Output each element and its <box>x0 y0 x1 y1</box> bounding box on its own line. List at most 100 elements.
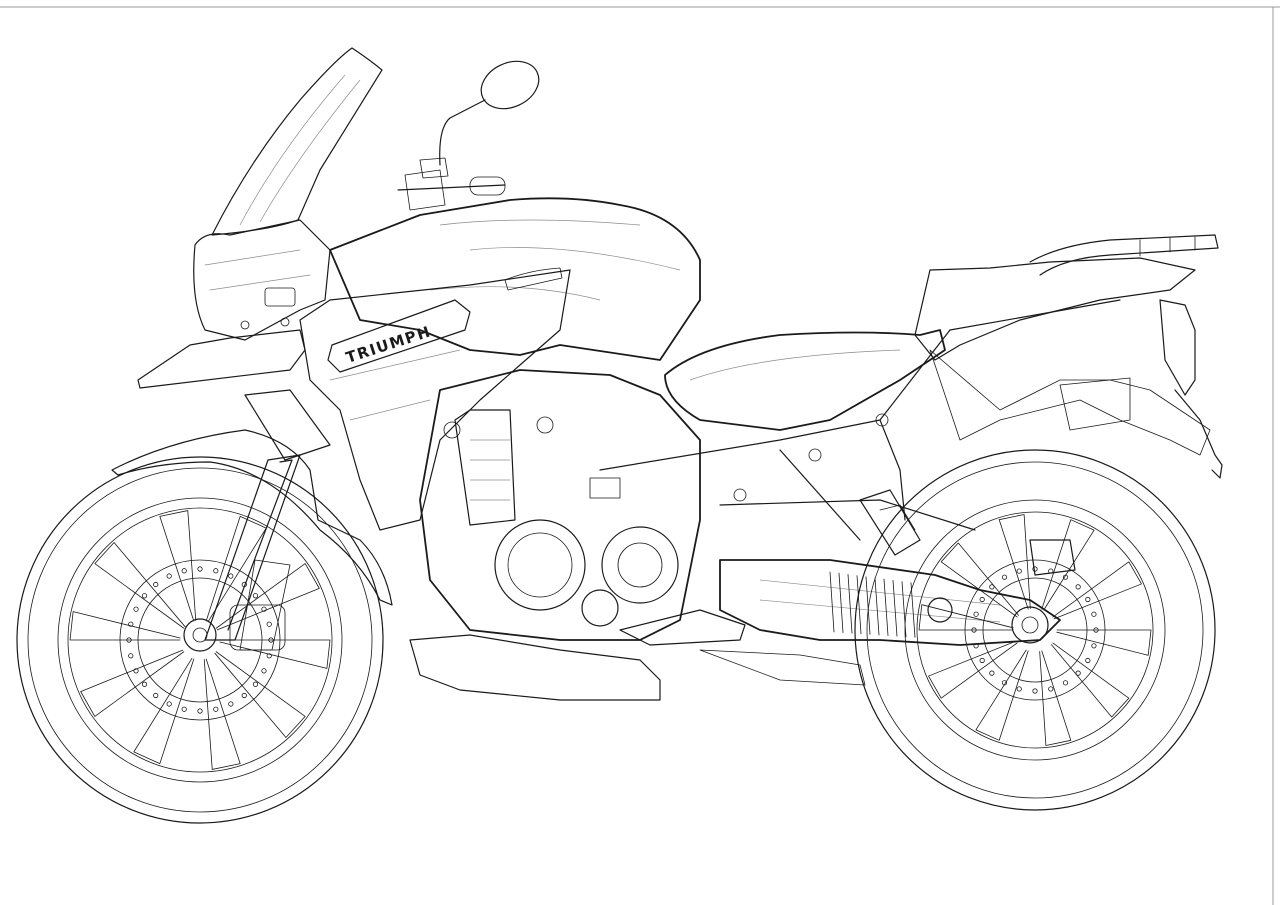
disc-hole <box>266 653 272 659</box>
disc-hole <box>141 593 148 599</box>
disc-hole <box>989 670 995 676</box>
wheel-spoke <box>1041 519 1095 611</box>
disc-hole <box>153 581 159 588</box>
wheel-spoke <box>998 514 1031 610</box>
disc-hole <box>133 606 139 612</box>
disc-hole <box>1075 584 1081 590</box>
disc-hole <box>228 573 234 579</box>
shaft-rib <box>883 578 889 636</box>
wheel-spoke <box>214 651 306 738</box>
disc-hole <box>1001 574 1008 580</box>
wheel-spoke <box>133 657 195 765</box>
wheel-spoke <box>159 510 197 622</box>
wheel-spoke <box>69 611 181 641</box>
disc-hole <box>1062 574 1069 580</box>
front-brake-disc <box>119 559 281 721</box>
handlebar <box>397 157 506 211</box>
mirror <box>439 60 540 166</box>
disc-hole <box>1085 657 1091 664</box>
disc-hole <box>261 668 267 674</box>
disc-hole <box>128 621 134 627</box>
disc-hole <box>979 596 985 603</box>
bash-plate <box>409 634 661 701</box>
disc-hole <box>1091 643 1097 649</box>
disc-hole <box>153 692 159 699</box>
fuel-tank <box>329 197 701 361</box>
shaft-rib <box>829 571 835 633</box>
disc-hole <box>252 593 259 599</box>
wheel-spoke <box>1052 561 1142 620</box>
wheel-spoke <box>1056 629 1152 656</box>
wheel-spoke <box>215 563 320 631</box>
rear-brake-disc <box>964 559 1106 701</box>
wheel-spoke <box>203 658 241 770</box>
front-wheel <box>16 456 384 824</box>
disc-hole <box>1075 670 1081 676</box>
disc-hole <box>971 627 977 633</box>
wheel-spoke <box>219 639 331 669</box>
disc-hole <box>181 706 187 712</box>
disc-hole <box>141 681 148 687</box>
disc-hole <box>1091 611 1097 617</box>
disc-hole <box>268 637 274 643</box>
engine-cover-right <box>601 526 679 604</box>
shaft-rib <box>874 577 880 636</box>
wheel-spoke <box>975 649 1029 741</box>
disc-hole <box>128 653 134 659</box>
disc-hole <box>213 568 219 574</box>
wheel-spoke <box>940 542 1019 618</box>
disc-hole <box>241 692 247 699</box>
engine <box>419 369 701 641</box>
disc-hole <box>973 643 979 649</box>
disc-hole <box>266 621 272 627</box>
rear-shock <box>859 489 921 556</box>
disc-hole <box>1032 688 1038 694</box>
seat <box>664 329 946 431</box>
disc-hole <box>979 657 985 664</box>
front-fairing <box>137 219 331 389</box>
shaft-rib <box>847 574 853 634</box>
side-panel: TRIUMPH <box>299 269 571 531</box>
wheel-spoke <box>205 515 267 623</box>
disc-hole <box>1016 686 1022 692</box>
disc-hole <box>252 681 259 687</box>
exhaust <box>1059 377 1131 431</box>
disc-hole <box>166 573 172 579</box>
disc-hole <box>166 701 172 707</box>
windshield <box>211 47 383 236</box>
wheel-spoke <box>1039 650 1072 746</box>
disc-hole <box>197 566 203 572</box>
shaft-rib <box>892 580 898 637</box>
disc-hole <box>1048 686 1054 692</box>
shaft-rib <box>838 572 844 633</box>
disc-hole <box>973 611 979 617</box>
disc-hole <box>126 637 132 643</box>
luggage-rack <box>1029 234 1219 276</box>
disc-hole <box>1062 680 1069 686</box>
disc-hole <box>989 584 995 590</box>
footpeg <box>619 609 866 686</box>
wheel-spoke <box>80 649 185 717</box>
brand-badge: TRIUMPH <box>327 299 471 373</box>
swingarm <box>719 559 1061 646</box>
disc-hole <box>213 706 219 712</box>
wheel-spoke <box>1051 642 1130 718</box>
disc-hole <box>1001 680 1008 686</box>
subframe <box>599 299 1121 541</box>
rear-caliper <box>1029 539 1076 576</box>
disc-hole <box>181 568 187 574</box>
engine-cover-left <box>494 519 586 611</box>
rear-wheel <box>854 449 1216 811</box>
shaft-rib <box>856 575 862 635</box>
front-fender <box>111 429 393 606</box>
rear-bodywork <box>914 257 1211 456</box>
shaft-rib <box>910 582 916 638</box>
tail-bracket <box>1159 299 1223 479</box>
wheel-spoke <box>928 640 1018 699</box>
disc-hole <box>1093 627 1099 633</box>
shaft-rib <box>865 576 871 635</box>
disc-hole <box>261 606 267 612</box>
disc-hole <box>1085 596 1091 603</box>
disc-hole <box>133 668 139 674</box>
